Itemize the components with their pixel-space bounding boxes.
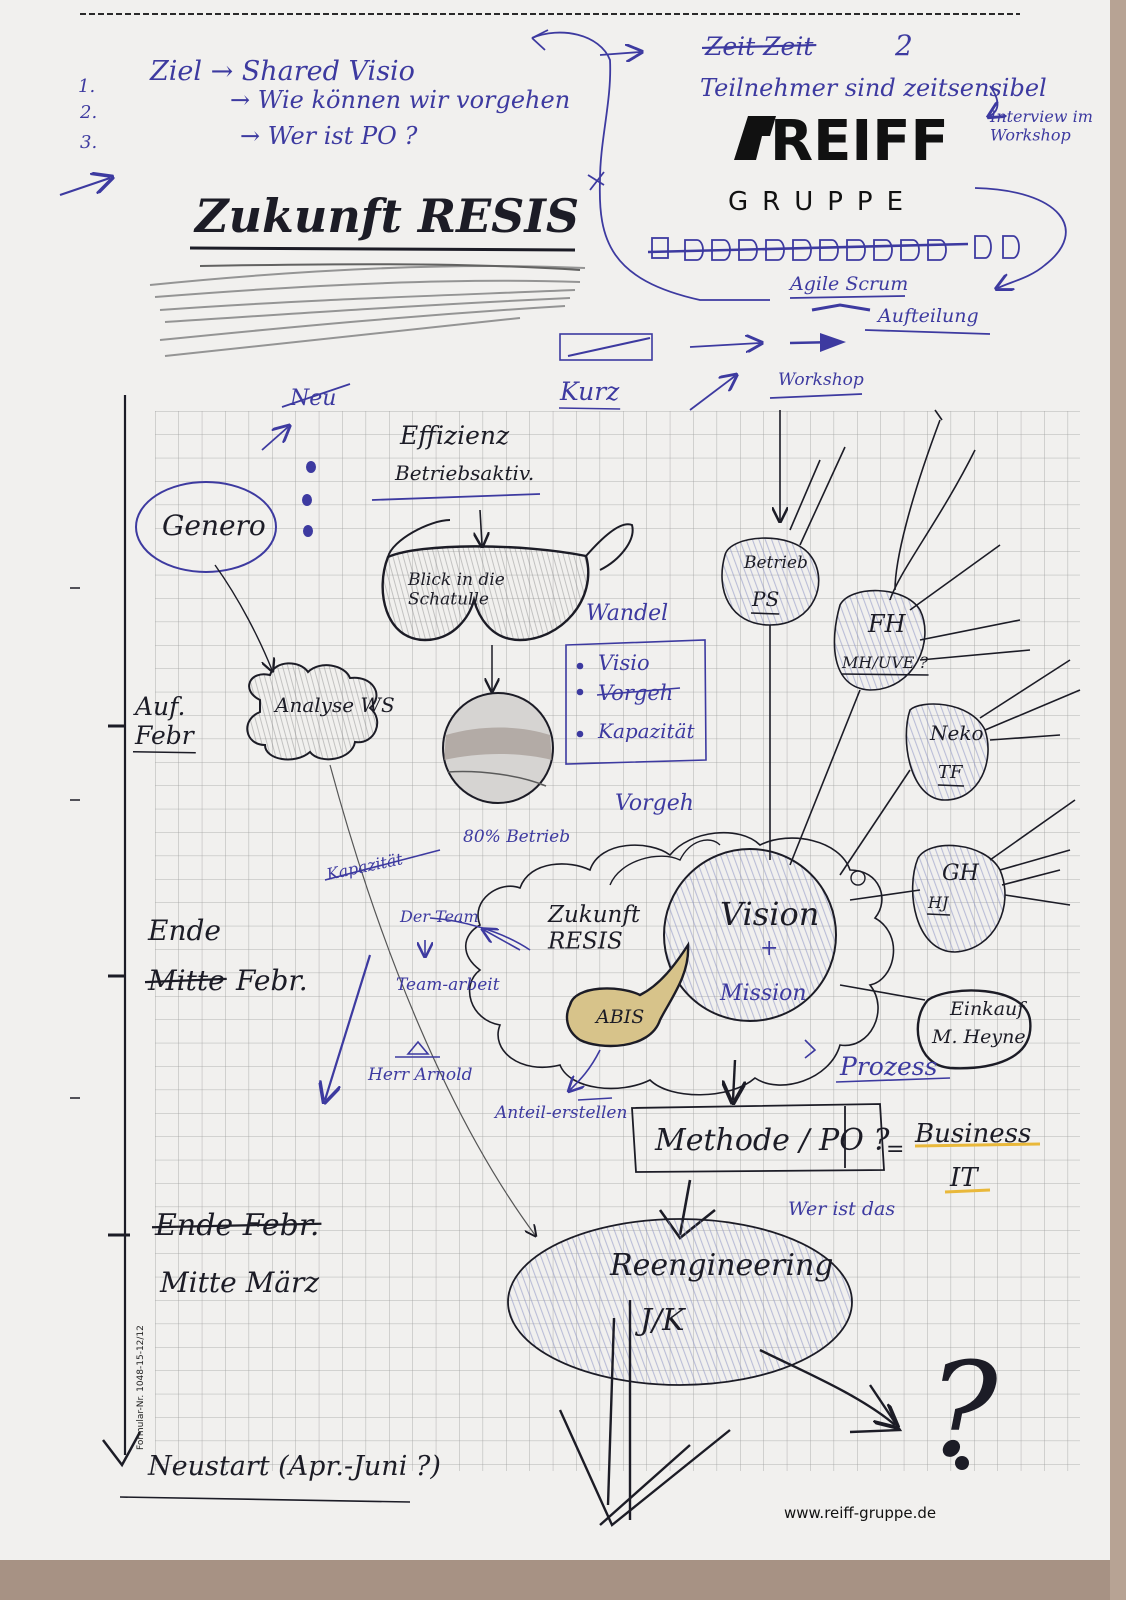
effizienz-label: Effizienz [399, 421, 510, 450]
aufteilung-note: Aufteilung [876, 305, 979, 327]
top-annotations [59, 29, 1067, 501]
dot-column [302, 461, 316, 537]
zukunft-cloud [465, 831, 895, 1096]
neko-label: Neko [929, 721, 984, 745]
struck-box-row [647, 235, 1020, 261]
timeline-auf-febr-underline [132, 750, 196, 754]
teamarbeit-label: Team-arbeit [396, 975, 500, 995]
betrieb-label: Betrieb [743, 553, 808, 573]
abis-blob [565, 941, 690, 1048]
it-label: IT [949, 1163, 979, 1193]
mh-label-underline [840, 673, 929, 676]
hj-label: HJ [927, 893, 950, 912]
reiff-logo [734, 116, 776, 160]
betriebsaktiv-label: Betriebsaktiv. [394, 461, 534, 485]
fh-label: FH [867, 610, 907, 638]
timeline-neustart: Neustart (Apr.-Juni ?) [147, 1451, 441, 1482]
wandel-box [565, 639, 707, 765]
approach-line: → Wie können wir vorgehen [230, 86, 570, 114]
herr-arnold-label: Herr Arnold [367, 1065, 473, 1085]
methode-label: Methode / PO ? [654, 1123, 890, 1158]
glasses-sketch [381, 509, 634, 642]
brand-group-text: GRUPPE [728, 187, 917, 217]
heyne-label: M. Heyne [931, 1026, 1026, 1048]
agile-scrum-note: Agile Scrum [788, 273, 908, 295]
po-line: → Wer ist PO ? [240, 122, 417, 150]
der-team-label: Der Team [399, 907, 479, 926]
analyse-label: Analyse WS [273, 693, 395, 717]
middle-annotations [325, 849, 951, 1100]
kurz-note-underline [558, 407, 621, 410]
timeline-febr: Febr. [235, 964, 308, 997]
timeline-mitte-marz: Mitte März [159, 1266, 319, 1299]
timeline-ende-febr-struck-strike [151, 1222, 322, 1229]
prozess-label: Prozess [839, 1052, 937, 1081]
ps-label-underline [750, 612, 780, 615]
einkauf-label: Einkauf [949, 998, 1027, 1020]
struck-note-strike [701, 43, 817, 50]
tf-label: TF [938, 762, 964, 783]
tf-label-underline [937, 784, 965, 787]
vision-plus: + [760, 936, 778, 961]
timeline-auf-febr: Auf.Febr [133, 692, 196, 750]
form-number: Formular-Nr. 1048-15-12/12 [136, 1325, 146, 1450]
gh-label: GH [942, 861, 980, 886]
timeline-ende: Ende [147, 914, 221, 947]
question-mark-icon [955, 1456, 969, 1470]
neu-label: Neu [289, 386, 336, 411]
vorgehen-label: Vorgeh [615, 791, 694, 816]
kurz-note: Kurz [559, 377, 620, 406]
participants-note: Teilnehmer sind zeitsensibel [700, 74, 1047, 102]
timeline-axis [70, 395, 411, 1503]
wandel-item-kapazitat: Kapazität [597, 719, 695, 743]
hj-label-underline [926, 913, 950, 916]
note-number: 2 [894, 29, 913, 62]
equals-sign: = [886, 1137, 904, 1162]
wer-label: Wer ist das [788, 1198, 895, 1220]
stakeholder-bubbles [721, 409, 1081, 1070]
mh-label: MH/UVE ? [841, 653, 929, 672]
title-shading [149, 263, 586, 357]
wandel-item-visio: Visio [598, 651, 650, 675]
reengineering-bubble [507, 1218, 853, 1386]
genero-bubble [135, 481, 277, 573]
goal-line: Ziel → Shared Visio [149, 56, 415, 87]
wandel-item-vorgeh: Vorgeh [598, 681, 673, 705]
brand-logo-text: REIFF [770, 109, 949, 174]
company-url: www.reiff-gruppe.de [784, 1504, 936, 1522]
workshop-note: Workshop [778, 370, 864, 390]
vision-label: Vision [720, 895, 819, 933]
business-label: Business [914, 1119, 1031, 1149]
genero-label: Genero [162, 509, 266, 542]
analyse-cloud [246, 662, 379, 761]
vision-sphere [663, 848, 837, 1022]
item-number-1: 1. [78, 76, 95, 97]
question-mark-glyph: ? [928, 1334, 999, 1486]
anteil-label: Anteil-erstellen [493, 1103, 627, 1123]
reengineering-label: Reengineering [609, 1248, 834, 1283]
analyse-flow-arrow [329, 764, 535, 1235]
item-number-2: 2. [79, 102, 97, 123]
page-title: Zukunft RESIS [193, 189, 579, 243]
striped-sphere [442, 645, 554, 804]
wandel-label: Wandel [586, 601, 668, 626]
item-number-3: 3. [80, 132, 97, 153]
betrieb-percent-label: 80% Betrieb [463, 827, 570, 847]
reengineering-sub: J/K [634, 1303, 686, 1338]
reengineering-arrow [558, 1300, 903, 1527]
timeline-mitte-struck-strike [144, 977, 227, 984]
abis-label: ABIS [594, 1006, 644, 1028]
mission-label: Mission [719, 981, 807, 1006]
ps-label: PS [751, 587, 779, 611]
